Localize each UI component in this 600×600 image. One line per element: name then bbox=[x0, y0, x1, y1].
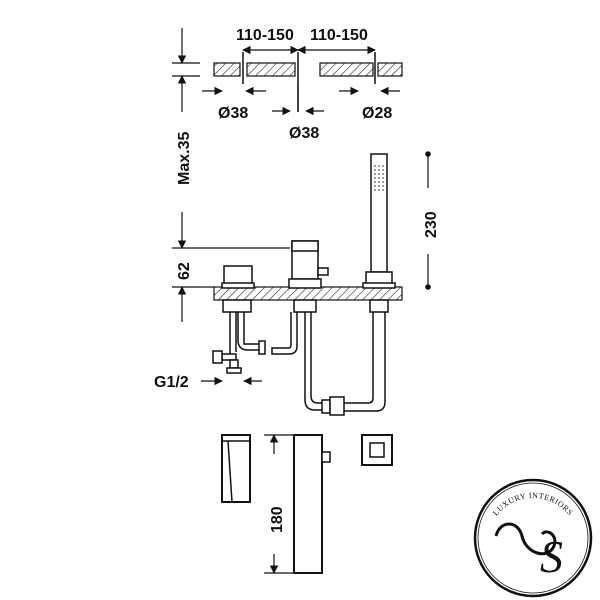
svg-text:S: S bbox=[540, 531, 563, 582]
height-62-dim bbox=[172, 212, 290, 322]
height-230-dim bbox=[425, 151, 431, 290]
max-thickness-label: Max.35 bbox=[176, 132, 193, 185]
spacing-right-label: 110-150 bbox=[310, 27, 368, 44]
height-62-label: 62 bbox=[176, 262, 193, 280]
side-elevation bbox=[200, 153, 403, 416]
front-views bbox=[221, 434, 393, 574]
max-thickness-dim bbox=[172, 28, 200, 112]
dia-left-label: Ø38 bbox=[218, 105, 248, 122]
height-230-label: 230 bbox=[423, 211, 440, 238]
top-plan-view bbox=[202, 45, 403, 116]
thread-label: G1/2 bbox=[154, 374, 189, 391]
dia-right-label: Ø28 bbox=[362, 105, 392, 122]
height-180-dim bbox=[264, 434, 294, 574]
dia-center-label: Ø38 bbox=[289, 125, 319, 142]
height-180-label: 180 bbox=[269, 506, 286, 533]
spacing-left-label: 110-150 bbox=[236, 27, 294, 44]
luxury-interiors-logo: LUXURY INTERIORS S bbox=[473, 478, 593, 598]
